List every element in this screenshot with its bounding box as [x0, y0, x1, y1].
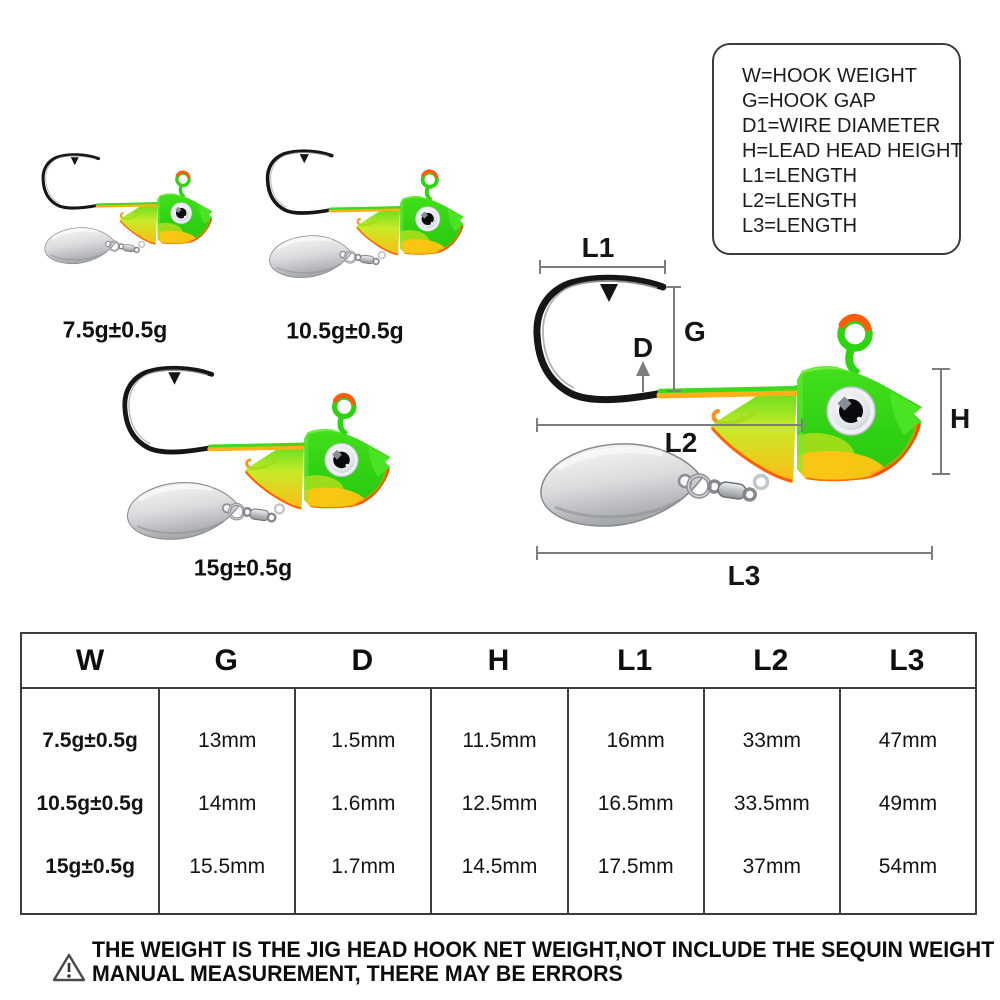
spec-value-cell: 12.5mm: [461, 791, 538, 815]
dim-h-label: H: [950, 403, 970, 434]
legend-line: L1=LENGTH: [742, 165, 858, 187]
legend-line: H=LEAD HEAD HEIGHT: [742, 140, 963, 162]
spec-value-cell: 16.5mm: [597, 791, 674, 815]
dim-l3-label: L3: [728, 560, 761, 591]
spec-value-cell: 37mm: [742, 854, 801, 878]
spec-value-cell: 1.6mm: [331, 791, 396, 815]
dim-g-label: G: [684, 316, 706, 347]
spec-value-cell: 16mm: [606, 728, 665, 752]
legend-line: L2=LENGTH: [742, 190, 858, 212]
spec-header-cell: G: [214, 643, 238, 677]
jig-small-10g: [268, 151, 464, 277]
legend-line: W=HOOK WEIGHT: [742, 65, 917, 87]
spec-value-cell: 10.5g±0.5g: [36, 791, 144, 815]
spec-col-g: 13mm 14mm 15.5mm: [158, 689, 294, 913]
footnote-line-2: MANUAL MEASUREMENT, THERE MAY BE ERRORS: [92, 961, 623, 986]
spec-value-cell: 33mm: [742, 728, 801, 752]
spec-col-l3: 47mm 49mm 54mm: [838, 689, 975, 913]
spec-col-d: 1.5mm 1.6mm 1.7mm: [294, 689, 430, 913]
legend-line: G=HOOK GAP: [742, 90, 876, 112]
footnote: THE WEIGHT IS THE JIG HEAD HOOK NET WEIG…: [52, 937, 995, 986]
dim-l1-label: L1: [582, 232, 615, 263]
spec-header-cell: L3: [889, 643, 925, 677]
spec-table: W G D H L1 L2 L3 7.5g±0.5g 10.5g±0.5g 15…: [20, 632, 977, 915]
spec-value-cell: 15.5mm: [189, 854, 266, 878]
spec-value-cell: 14mm: [198, 791, 257, 815]
jig-small-15g: [125, 368, 391, 539]
jig-large-annotated: [537, 278, 922, 526]
spec-value-cell: 47mm: [878, 728, 938, 752]
dim-l2-label: L2: [665, 427, 698, 458]
spec-header-cell: H: [487, 643, 510, 677]
dimension-lines: [536, 260, 950, 560]
weight-label-7g: 7.5g±0.5g: [62, 316, 168, 343]
spec-value-cell: 7.5g±0.5g: [42, 728, 138, 752]
spec-value-cell: 33.5mm: [733, 791, 810, 815]
spec-value-cell: 54mm: [878, 854, 938, 878]
spec-header-cell: D: [351, 643, 374, 677]
d-arrowhead: [636, 361, 650, 376]
spec-col-l2: 33mm 33.5mm 37mm: [702, 689, 839, 913]
spec-value-cell: 49mm: [878, 791, 938, 815]
weight-label-15g: 15g±0.5g: [193, 554, 293, 581]
spec-value-cell: 15g±0.5g: [45, 854, 135, 878]
footnote-line-1: THE WEIGHT IS THE JIG HEAD HOOK NET WEIG…: [92, 937, 995, 962]
warning-icon: [52, 953, 86, 982]
spec-value-cell: 1.7mm: [331, 854, 396, 878]
weight-label-10g: 10.5g±0.5g: [286, 317, 404, 344]
spec-col-h: 11.5mm 12.5mm 14.5mm: [430, 689, 566, 913]
spec-table-header: W G D H L1 L2 L3: [22, 634, 975, 689]
lure-diagram-canvas: L1 G D L2 H L3: [0, 0, 970, 591]
spec-header-cell: W: [75, 643, 105, 677]
spec-header-cell: L1: [617, 643, 653, 677]
spec-col-l1: 16mm 16.5mm 17.5mm: [566, 689, 703, 913]
spec-value-cell: 11.5mm: [462, 728, 537, 752]
legend-line: L3=LENGTH: [742, 215, 858, 237]
dim-d-label: D: [633, 332, 653, 363]
spec-header-cell: L2: [753, 643, 789, 677]
spec-value-cell: 1.5mm: [331, 728, 396, 752]
dimension-legend-box: W=HOOK WEIGHT G=HOOK GAP D1=WIRE DIAMETE…: [712, 43, 963, 255]
legend-line: D1=WIRE DIAMETER: [742, 115, 941, 137]
spec-value-cell: 17.5mm: [597, 854, 674, 878]
spec-value-cell: 14.5mm: [461, 854, 538, 878]
jig-small-7g: [43, 155, 212, 264]
spec-table-body: 7.5g±0.5g 10.5g±0.5g 15g±0.5g 13mm 14mm …: [22, 689, 975, 913]
spec-col-w: 7.5g±0.5g 10.5g±0.5g 15g±0.5g: [22, 689, 158, 913]
spec-value-cell: 13mm: [198, 728, 257, 752]
